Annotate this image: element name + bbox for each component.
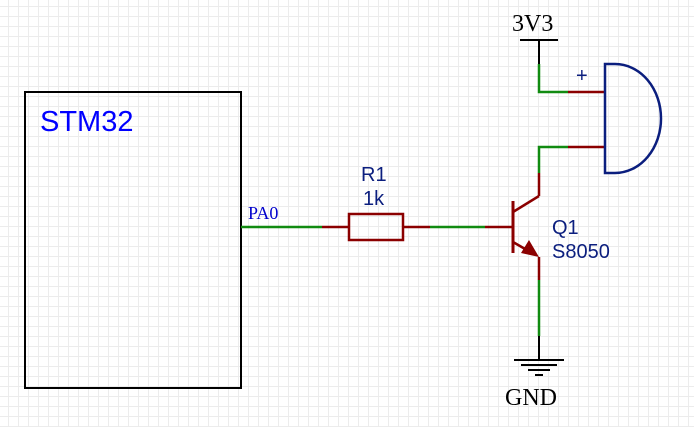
stm32-block[interactable] bbox=[24, 91, 242, 389]
gnd-label: GND bbox=[505, 385, 557, 411]
ground-icon bbox=[514, 359, 564, 376]
r1-value-label: 1k bbox=[363, 188, 385, 210]
transistor-q1[interactable] bbox=[485, 173, 541, 280]
wire-3v3-buzzer[interactable] bbox=[537, 64, 568, 94]
stm32-label: STM32 bbox=[40, 106, 133, 138]
power-label: 3V3 bbox=[512, 11, 553, 37]
emitter-arrow-icon bbox=[521, 240, 539, 257]
q1-value-label: S8050 bbox=[552, 241, 610, 263]
wire-collector-buzzer[interactable] bbox=[537, 145, 568, 173]
buzzer[interactable] bbox=[568, 62, 663, 175]
resistor-r1[interactable] bbox=[322, 212, 430, 242]
buzzer-plus-label: + bbox=[576, 65, 588, 87]
power-icon bbox=[520, 39, 558, 64]
q1-ref-label: Q1 bbox=[552, 217, 579, 239]
pin-label-pa0: PA0 bbox=[248, 203, 278, 223]
r1-ref-label: R1 bbox=[361, 164, 387, 186]
